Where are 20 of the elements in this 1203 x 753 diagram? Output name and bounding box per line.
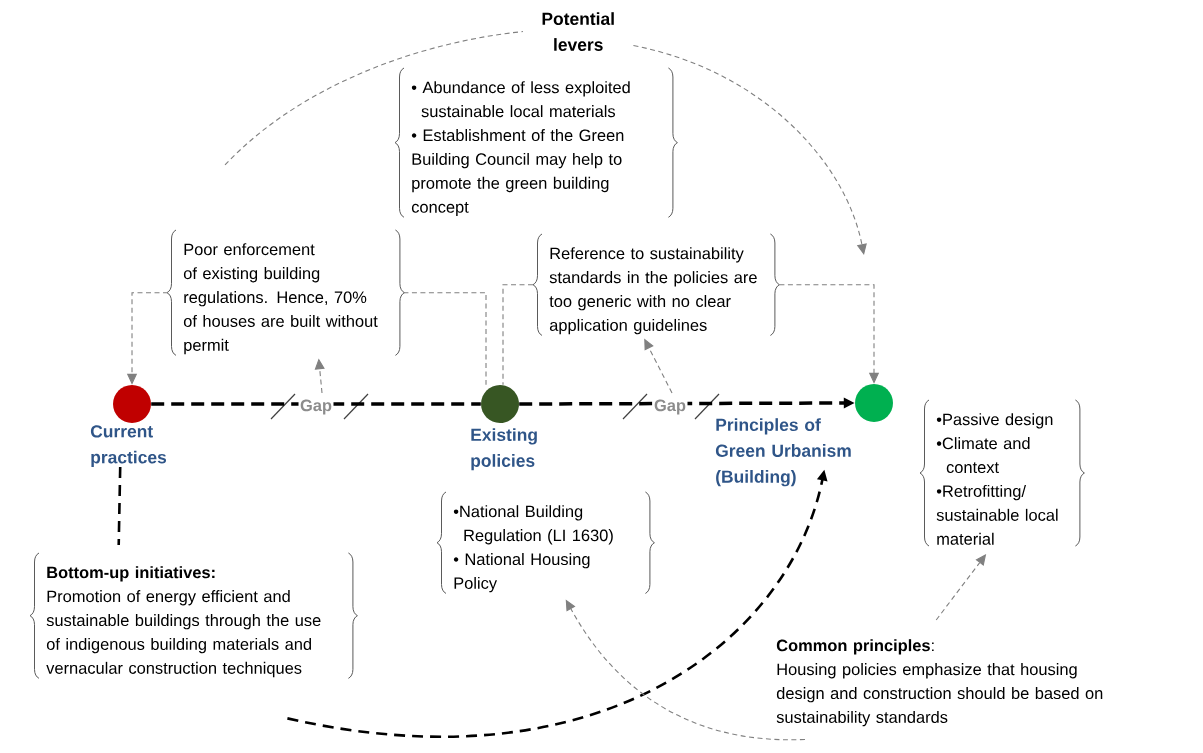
note-text: Common principles: Housing policies emphasize that housing design and construction should be based on sustainability standards: [776, 639, 1103, 727]
arrow: [778, 284, 880, 384]
bracketed-list: • Abundance of less exploited sustainable local materials • Establishment of the Green Building Council may help to promote the green building concept: [394, 67, 678, 218]
edge-label: Gap: [298, 398, 334, 416]
connector-line: [502, 284, 534, 386]
connector-line: [224, 31, 524, 166]
bracketed-note: Poor enforcement of existing building regulations. Hence, 70% of houses are built without permit: [166, 229, 405, 356]
arrow: [632, 45, 867, 255]
bracketed-note: •National Building Regulation (LI 1630) • National Housing Policy: [436, 491, 655, 594]
connector-line: [117, 467, 122, 546]
stage-label: Current practices: [90, 425, 167, 467]
stage-label: Principles of Green Urbanism (Building): [715, 418, 851, 487]
bracketed-note: Bottom-up initiatives: Promotion of energy efficient and sustainable buildings through the use of indigenous building materials and vernacular construction techniques: [29, 552, 358, 679]
stage-label: Existing policies: [471, 428, 537, 471]
connector-line: [402, 292, 487, 386]
bracketed-note: •Passive design •Climate and context •Retrofitting/ sustainable local material: [919, 399, 1085, 547]
connector-line: [151, 402, 481, 406]
edge-label: Gap: [652, 398, 688, 416]
heading: Potential levers: [542, 12, 614, 51]
bracketed-note: Reference to sustainability standards in the policies are too generic with no clear application guidelines: [532, 233, 780, 336]
